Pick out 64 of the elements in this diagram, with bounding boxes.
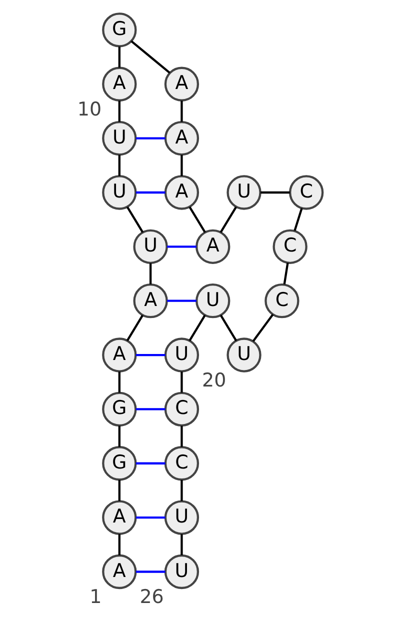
connector: [180, 372, 183, 393]
connector: [180, 154, 183, 176]
connector: [220, 206, 237, 233]
node-circle: U: [133, 229, 168, 264]
node-label: 20: [202, 369, 226, 392]
connector: [136, 137, 166, 140]
connector: [294, 208, 303, 232]
connector: [180, 100, 183, 122]
connector: [180, 480, 183, 502]
connector: [180, 534, 183, 556]
node-circle: A: [102, 66, 137, 102]
connector: [118, 372, 120, 393]
connector: [118, 154, 120, 176]
connector: [136, 570, 166, 573]
node-label: 10: [77, 98, 102, 121]
connector: [136, 191, 166, 194]
node-circle: C: [264, 284, 300, 318]
node-circle: A: [133, 284, 168, 318]
node-circle: C: [272, 229, 308, 264]
node-circle: C: [164, 392, 200, 427]
connector: [136, 408, 166, 410]
connector: [136, 354, 166, 356]
node-label: 26: [140, 586, 164, 608]
connector: [118, 100, 120, 122]
connector: [118, 46, 120, 68]
node-circle: C: [289, 175, 324, 210]
node-circle: G: [102, 446, 137, 481]
connector: [130, 40, 170, 74]
node-circle: U: [196, 284, 230, 318]
node-circle: A: [102, 338, 137, 372]
node-circle: C: [164, 446, 200, 481]
node-circle: U: [164, 338, 200, 372]
connector: [118, 426, 120, 447]
connector: [220, 314, 238, 342]
node-circle: G: [102, 392, 137, 427]
connector: [167, 300, 196, 302]
connector: [149, 263, 152, 284]
connector: [167, 246, 196, 248]
connector: [126, 206, 144, 233]
connector: [283, 262, 289, 284]
node-circle: A: [196, 229, 230, 264]
node-circle: U: [102, 175, 137, 210]
node-circle: U: [102, 120, 137, 156]
connector: [252, 314, 274, 342]
connector: [136, 462, 166, 464]
node-label: 1: [90, 586, 102, 608]
node-circle: A: [102, 500, 137, 535]
node-circle: G: [102, 12, 137, 48]
connector: [126, 314, 144, 342]
connector: [188, 206, 206, 233]
node-circle: A: [164, 175, 200, 210]
node-circle: A: [164, 66, 200, 102]
connector: [118, 534, 120, 556]
connector: [260, 191, 290, 194]
connector: [118, 480, 120, 502]
node-circle: U: [164, 500, 200, 535]
node-circle: U: [226, 338, 262, 372]
connector: [136, 516, 166, 519]
node-circle: U: [164, 554, 200, 590]
connector: [188, 314, 206, 342]
connector: [180, 426, 183, 447]
node-circle: U: [226, 175, 262, 210]
node-circle: A: [102, 554, 137, 590]
node-circle: A: [164, 120, 200, 156]
